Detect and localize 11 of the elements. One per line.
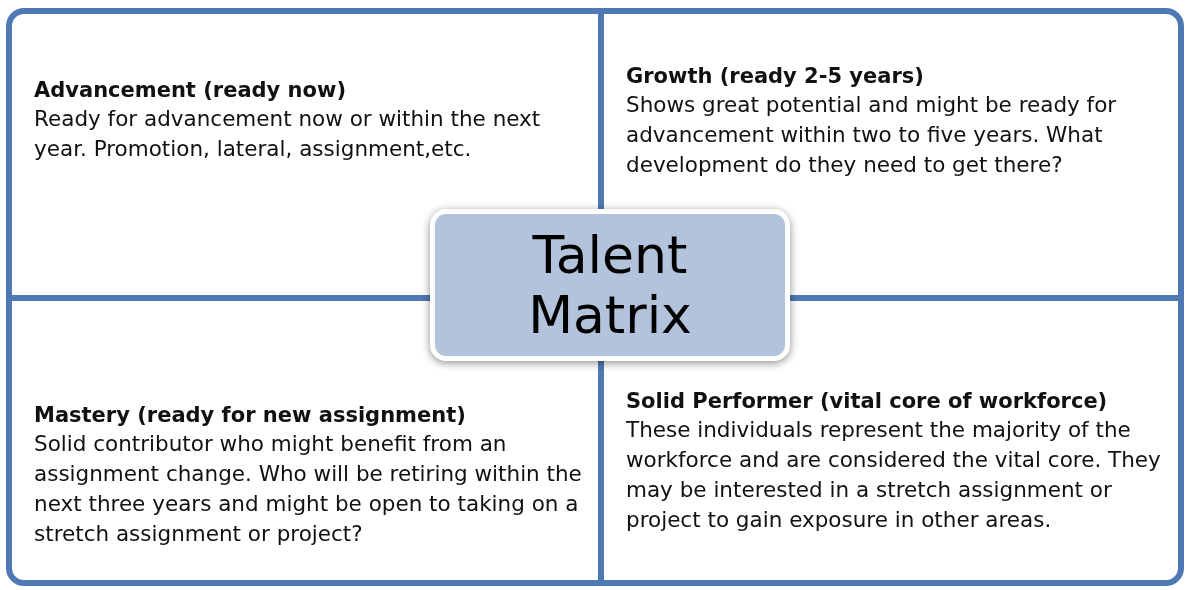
title-text: Talent Matrix (527, 225, 693, 345)
quadrant-description: Shows great potential and might be ready for advancement within two to five years. What development do they need to get there? (626, 91, 1118, 179)
quadrant-heading: Growth (ready 2-5 years) (626, 63, 925, 90)
quadrant-description: These individuals represent the majority of the workforce and are considered the vital core. They may be interested in a stretch assignment or project to gain exposure in other areas. (626, 416, 1162, 534)
quadrant-heading: Advancement (ready now) (34, 77, 347, 104)
title-box (430, 209, 790, 361)
matrix-frame (6, 8, 1184, 586)
quadrant-description: Ready for advancement now or within the next year. Promotion, lateral, assignment,etc. (34, 105, 542, 163)
quadrant-description: Solid contributor who might benefit from an assignment change. Who will be retiring within the next three years and might be open to taking on a stretch assignment or project? (34, 430, 583, 548)
quadrant-heading: Mastery (ready for new assignment) (34, 402, 467, 429)
quadrant-heading: Solid Performer (vital core of workforce) (626, 388, 1109, 415)
